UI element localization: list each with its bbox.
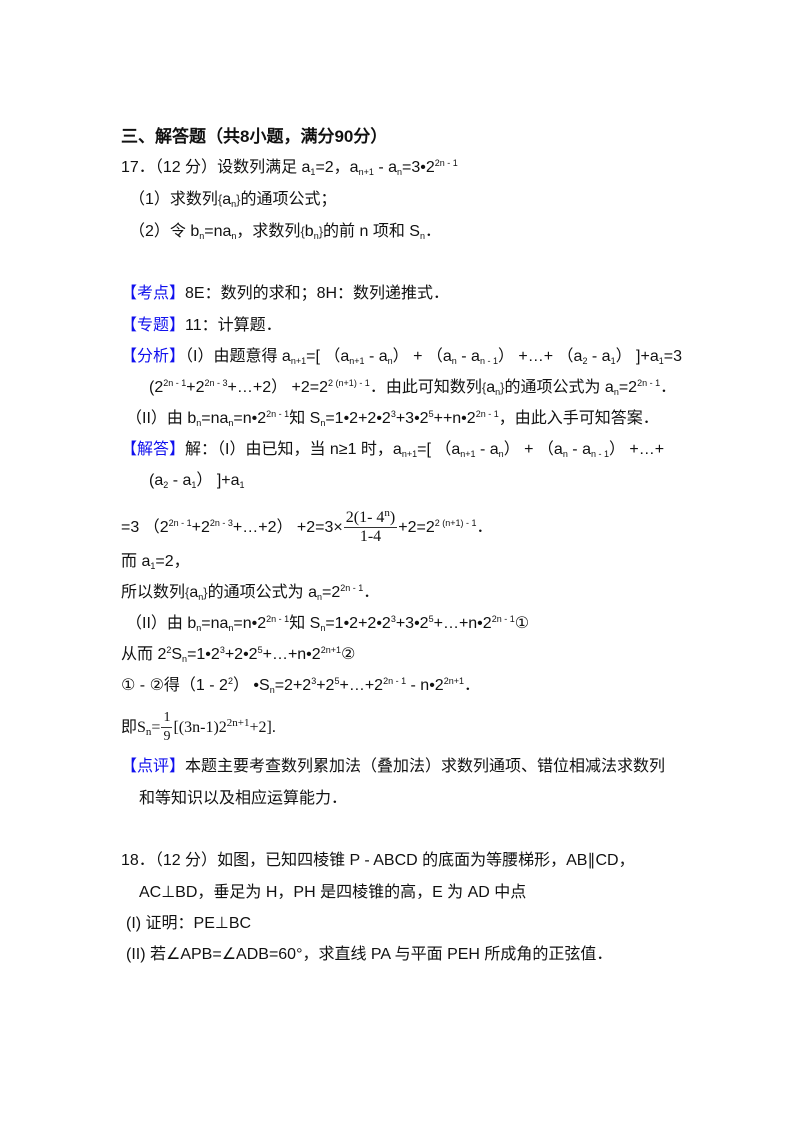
section-count: 8	[240, 127, 250, 146]
part-text: ，求数列	[236, 223, 301, 240]
section-heading-text: 分）	[353, 127, 388, 146]
part-text: ．	[424, 223, 441, 240]
fenxi-text: （II）由 b	[126, 410, 197, 427]
kaodian-label: 【考点】	[121, 285, 186, 302]
kaodian-text: 8E：数列的求和；8H：数列递推式．	[185, 285, 450, 302]
problem-stem-text: 设数列满足 a	[217, 159, 311, 176]
dianping-row-1: 【点评】本题主要考查数列累加法（叠加法）求数列通项、错位相减法求数列	[121, 757, 665, 777]
jieda-text: 而 a	[121, 553, 151, 570]
part-text: (I) 证明：PE⊥BC	[126, 915, 252, 932]
jieda-label: 【解答】	[121, 441, 186, 458]
jieda-row-1: 【解答】解：（I）由已知，当 n≥1 时，an+1=[ （an+1 - an） …	[121, 441, 665, 459]
fenxi-row-3: （II）由 bn=nan=n•22n - 1知 Sn=1•2+2•23+3•25…	[126, 409, 659, 428]
jieda-text: 即	[121, 719, 138, 736]
jieda-text: 从而 2	[121, 646, 167, 663]
problem-18-part-1: (I) 证明：PE⊥BC	[126, 914, 251, 934]
dianping-row-2: 和等知识以及相应运算能力．	[139, 789, 347, 809]
dianping-text: 本题主要考查数列累加法（叠加法）求数列通项、错位相减法求数列	[185, 758, 666, 775]
fraction: 2(1- 4n)1-4	[343, 507, 398, 546]
fenxi-row-1: 【分析】（I）由题意得 an+1=[ （an+1 - an） + （an - a…	[121, 348, 682, 366]
jieda-row-5: 所以数列{an}的通项公式为 an=22n - 1．	[121, 583, 380, 602]
problem-stem-text: 如图，已知四棱锥 P - ABCD 的底面为等腰梯形，AB∥CD，	[217, 852, 635, 869]
jieda-row-2: (a2 - a1） ]+a1	[149, 472, 245, 490]
fenxi-text: 的通项公式为 a	[504, 379, 614, 396]
dianping-text: 和等知识以及相应运算能力．	[139, 790, 348, 807]
fenxi-row-2: (22n - 1+22n - 3+…+2） +2=22 (n+1) - 1．由此…	[149, 378, 677, 397]
problem-points: （12 分）	[154, 159, 218, 176]
section-score: 90	[334, 127, 354, 146]
problem-stem-text: AC⊥BD，垂足为 H，PH 是四棱锥的高，E 为 AD 中点	[139, 884, 527, 901]
problem-number: 18．	[121, 852, 155, 869]
problem-number: 17．	[121, 159, 155, 176]
jieda-row-3: =3 （22n - 1+22n - 3+…+2） +2=3×2(1- 4n)1-…	[121, 507, 493, 546]
jieda-text: 的通项公式为 a	[207, 584, 317, 601]
part-text: 的前 n 项和 S	[323, 223, 420, 240]
jieda-row-4: 而 a1=2，	[121, 553, 190, 571]
jieda-row-8: ① - ②得（1 - 22） •Sn=2+23+25+…+22n - 1 - n…	[121, 676, 480, 695]
part-text: =na	[204, 223, 232, 240]
problem-18-stem-2: AC⊥BD，垂足为 H，PH 是四棱锥的高，E 为 AD 中点	[139, 883, 526, 903]
section-heading: 三、解答题（共8小题，满分90分）	[121, 127, 387, 147]
jieda-text: ① - ②得（1 - 2	[121, 677, 228, 694]
part-text: （1）求数列	[129, 191, 218, 208]
jieda-text: （II）由 b	[126, 615, 197, 632]
dianping-label: 【点评】	[121, 758, 186, 775]
jieda-row-6: （II）由 bn=nan=n•22n - 1知 Sn=1•2+2•23+3•25…	[126, 614, 530, 633]
jieda-text: 所以数列	[121, 584, 186, 601]
zhuanti-label: 【专题】	[121, 317, 186, 334]
fenxi-text: ，由此入手可知答案．	[498, 410, 659, 427]
problem-17-part-1: （1）求数列{an}的通项公式；	[129, 191, 337, 209]
part-text: 的通项公式；	[240, 191, 337, 208]
jieda-row-7: 从而 22Sn=1•23+2•25+…+n•22n+1②	[121, 645, 356, 664]
problem-points: （12 分）	[154, 852, 218, 869]
fenxi-text: （I）由题意得 a	[185, 348, 291, 365]
section-heading-text: 小题，满分	[249, 127, 335, 146]
problem-17-part-2: （2）令 bn=nan，求数列{bn}的前 n 项和 Sn．	[129, 223, 441, 241]
kaodian-row: 【考点】8E：数列的求和；8H：数列递推式．	[121, 284, 449, 304]
problem-18-part-2: (II) 若∠APB=∠ADB=60°，求直线 PA 与平面 PEH 所成角的正…	[126, 945, 612, 965]
zhuanti-text: 11：计算题．	[185, 317, 282, 334]
jieda-text: 解：（I）由已知，当 n≥1 时，a	[185, 441, 402, 458]
section-heading-text: 三、解答题（共	[121, 127, 240, 146]
part-text: (II) 若∠APB=∠ADB=60°，求直线 PA 与平面 PEH 所成角的正…	[126, 946, 613, 963]
zhuanti-row: 【专题】11：计算题．	[121, 316, 282, 336]
problem-17-stem: 17．（12 分）设数列满足 a1=2，an+1 - an=3•22n - 1	[121, 158, 458, 177]
problem-18-stem-1: 18．（12 分）如图，已知四棱锥 P - ABCD 的底面为等腰梯形，AB∥C…	[121, 851, 635, 871]
part-text: （2）令 b	[129, 223, 200, 240]
fenxi-label: 【分析】	[121, 348, 186, 365]
fenxi-text: ．由此可知数列	[369, 379, 482, 396]
